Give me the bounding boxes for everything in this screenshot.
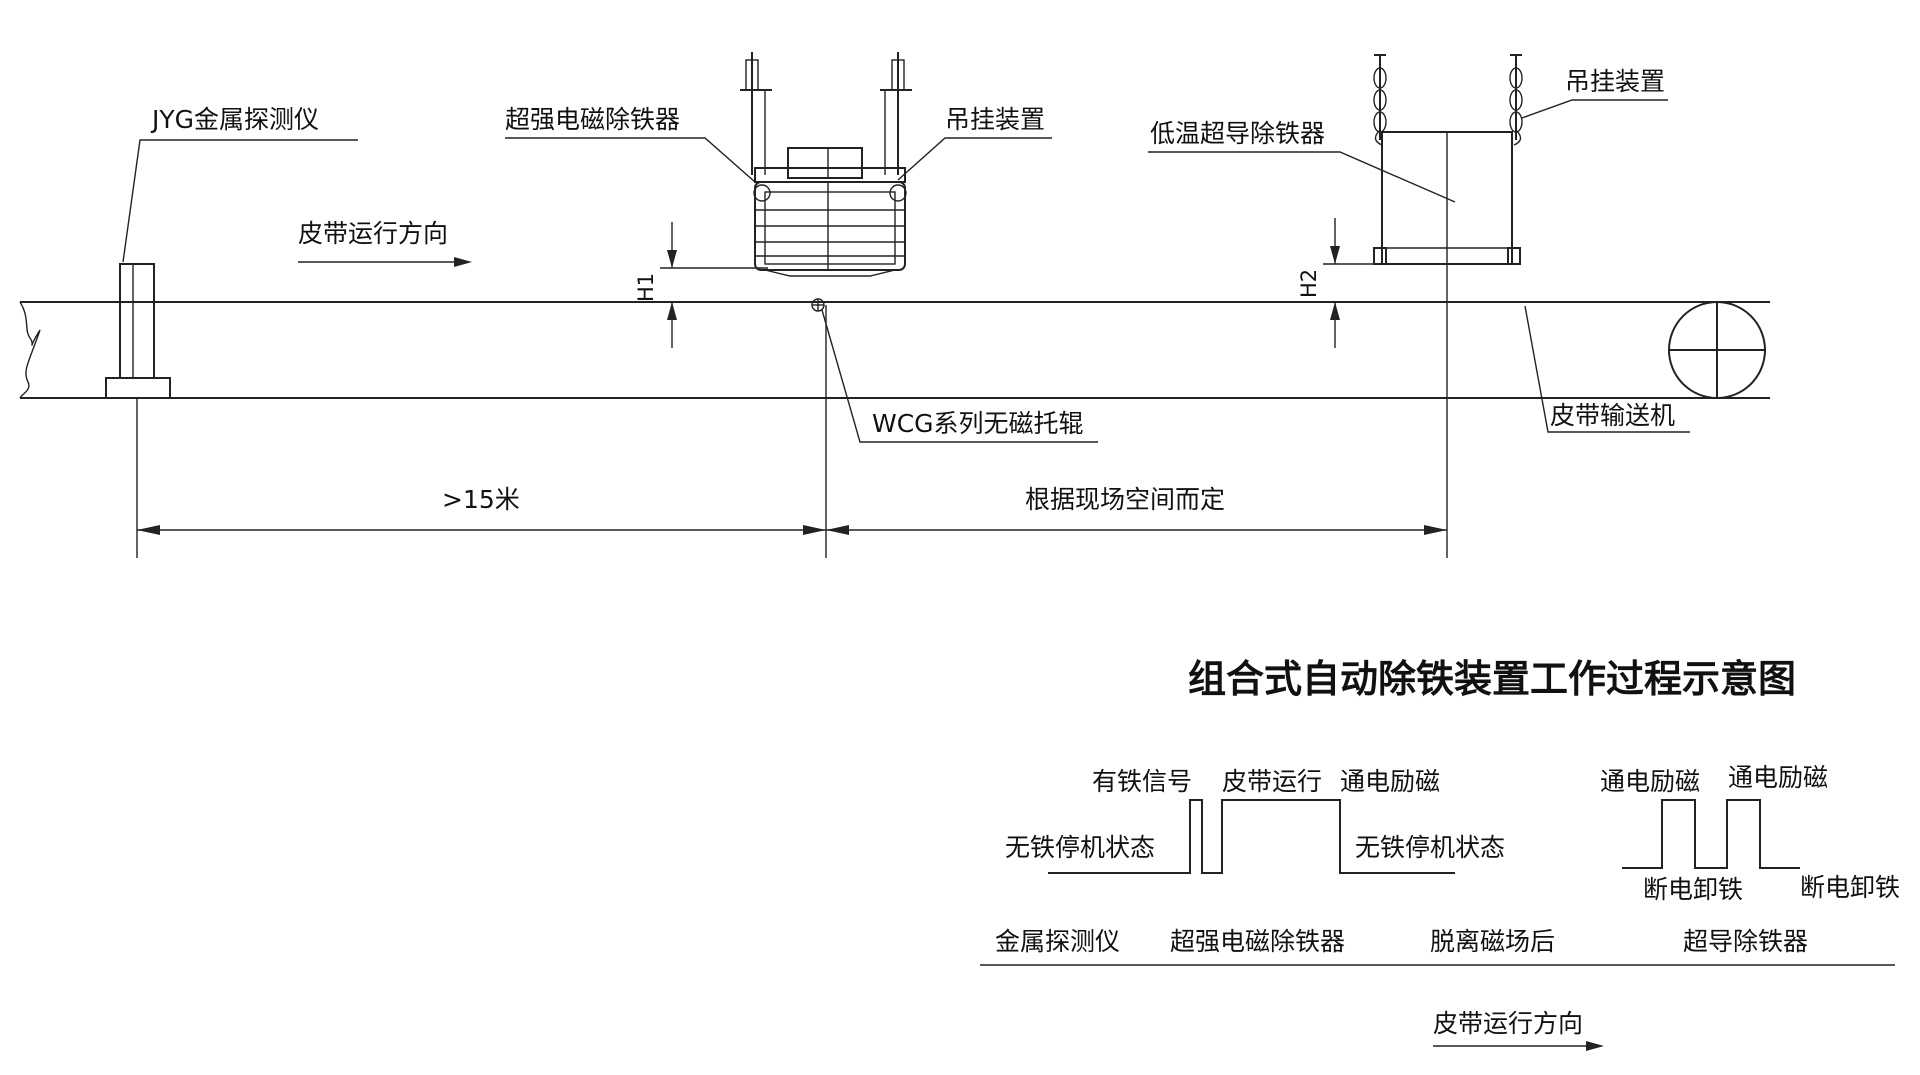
sc-separator-label: 低温超导除铁器 [1150,119,1325,148]
metal-detector-leader [122,139,358,263]
sc-separator-leader [1148,151,1456,203]
wcg-idler [811,298,825,312]
belt-direction-bottom-label: 皮带运行方向 [1433,1009,1583,1038]
hanging-device-2-label: 吊挂装置 [1565,67,1665,96]
energize-label-1: 通电励磁 [1340,767,1440,796]
stage-detector-label: 金属探测仪 [995,927,1120,956]
hanging-device-1-leader [897,137,1052,181]
h2-label: H2 [1297,269,1321,298]
belt-running-label: 皮带运行 [1222,767,1322,796]
h1-label: H1 [634,273,658,302]
metal-detector [105,263,171,399]
conveyor-belt [19,301,1770,399]
em-separator-leader [505,137,756,183]
electromagnetic-separator [740,52,912,277]
conveyor-leader [1524,305,1690,433]
belt-direction-top-label: 皮带运行方向 [298,219,448,248]
stage-sc-label: 超导除铁器 [1683,927,1808,956]
energize-label-2: 通电励磁 [1600,767,1700,796]
idler-label: WCG系列无磁托辊 [872,409,1084,438]
belt-direction-top-arrowhead [454,257,472,267]
distance-left-label: >15米 [442,485,520,514]
belt-direction-bottom-arrowhead [1586,1041,1604,1051]
superconducting-separator [1373,54,1523,265]
stage-leave-label: 脱离磁场后 [1430,927,1555,956]
no-iron-stop-left-label: 无铁停机状态 [1005,833,1155,862]
iron-signal-label: 有铁信号 [1092,767,1192,796]
diagram-title: 组合式自动除铁装置工作过程示意图 [1188,657,1796,701]
h2-dimension [1323,218,1380,348]
metal-detector-label: JYG金属探测仪 [150,105,319,134]
distance-right-label: 根据现场空间而定 [1025,485,1225,514]
hanging-device-1-label: 吊挂装置 [945,105,1045,134]
h1-dimension [660,222,768,348]
stage-em-label: 超强电磁除铁器 [1170,927,1345,956]
timing-diagram-em [1048,799,1455,874]
idler-leader [821,309,1098,443]
hanging-device-2-leader [1521,99,1668,119]
timing-diagram-sc [1622,799,1800,869]
power-off-label-2: 断电卸铁 [1800,873,1900,902]
power-off-label-1: 断电卸铁 [1643,875,1743,904]
distance-dimensions [136,264,1448,558]
em-separator-label: 超强电磁除铁器 [505,105,680,134]
energize-label-3: 通电励磁 [1728,763,1828,792]
no-iron-stop-right-label: 无铁停机状态 [1355,833,1505,862]
conveyor-label: 皮带输送机 [1550,401,1675,430]
